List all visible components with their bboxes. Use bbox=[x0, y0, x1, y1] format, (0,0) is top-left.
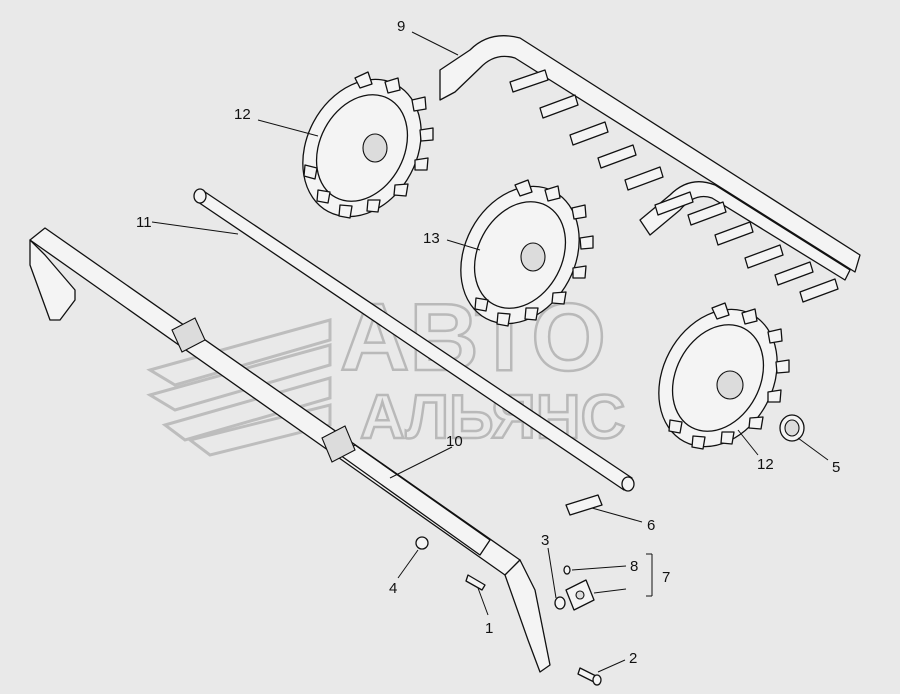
part-6-pin bbox=[565, 494, 603, 516]
callout-12-top: 12 bbox=[234, 106, 251, 123]
callout-5: 5 bbox=[832, 459, 840, 476]
callout-6: 6 bbox=[647, 517, 655, 534]
part-4-nut bbox=[415, 536, 429, 550]
callout-2: 2 bbox=[629, 650, 637, 667]
callout-11: 11 bbox=[136, 214, 152, 231]
part-5-ring bbox=[779, 414, 805, 442]
callout-8: 8 bbox=[630, 558, 638, 575]
callout-7: 7 bbox=[662, 569, 670, 586]
callout-1: 1 bbox=[485, 620, 493, 637]
part-10-frame-beam bbox=[29, 227, 551, 673]
part-8-washer bbox=[563, 565, 571, 575]
callout-10: 10 bbox=[446, 433, 463, 450]
leader-lines bbox=[151, 31, 829, 673]
part-3-nut bbox=[554, 596, 566, 610]
part-12-wheel-top bbox=[302, 71, 434, 219]
part-13-wheel-middle bbox=[460, 179, 594, 327]
callout-12-bottom: 12 bbox=[757, 456, 774, 473]
part-11-shaft bbox=[193, 188, 635, 492]
part-12-wheel-bottom bbox=[658, 302, 790, 450]
part-2-bolt bbox=[577, 667, 602, 686]
callout-4: 4 bbox=[389, 580, 397, 597]
callout-13: 13 bbox=[423, 230, 440, 247]
part-1-bolt bbox=[465, 574, 486, 591]
part-7-plate bbox=[565, 579, 595, 611]
callout-3: 3 bbox=[541, 532, 549, 549]
callout-9: 9 bbox=[397, 18, 405, 35]
part-9-rake-frame bbox=[439, 35, 861, 303]
